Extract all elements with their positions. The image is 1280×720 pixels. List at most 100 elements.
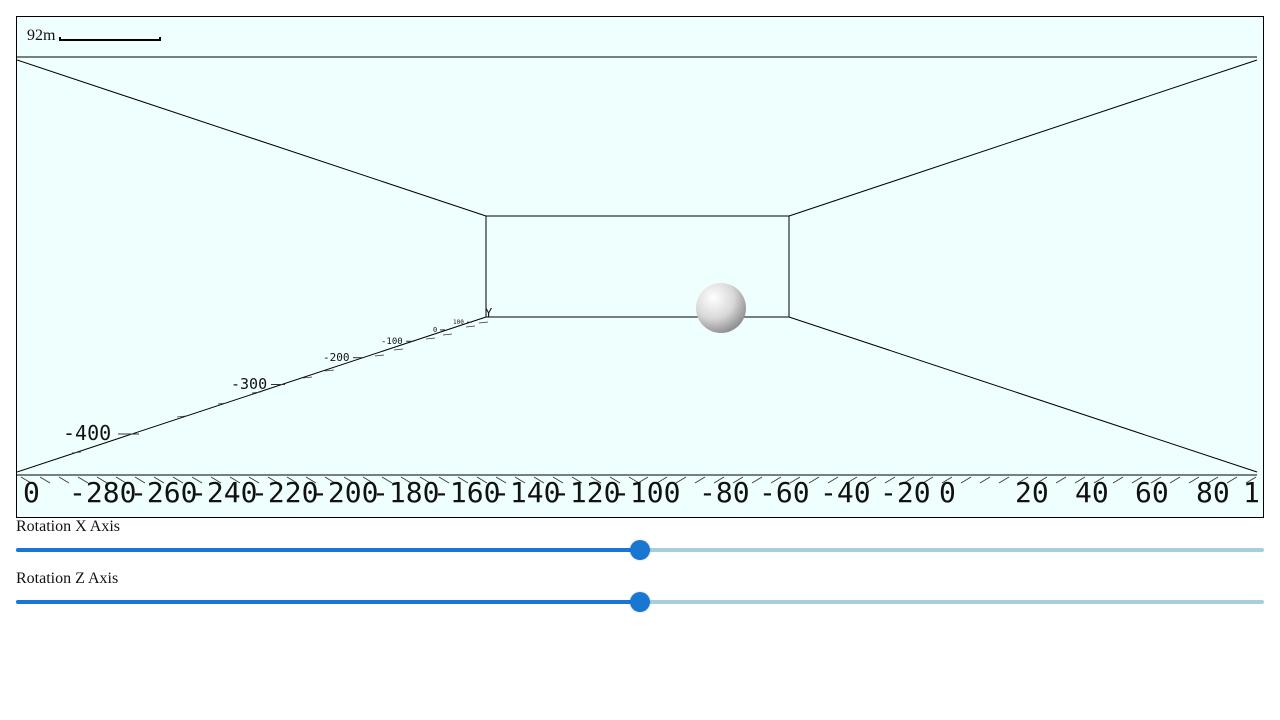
3d-viewport[interactable]: 0-280-260-240-220-200-180-160-140-120-10… (16, 16, 1264, 518)
y-tick-label: -300 (231, 375, 267, 393)
x-tick-label: -200 (311, 476, 378, 509)
x-hatch-mark (571, 476, 583, 484)
x-hatch-mark (305, 476, 317, 484)
x-tick-label: 0 (23, 476, 40, 509)
y-hatch-mark (217, 402, 228, 405)
y-tick-label: 0 (433, 326, 437, 334)
scale-line (59, 37, 162, 41)
x-hatch-mark (248, 476, 260, 484)
rotation-z-track[interactable] (16, 592, 1264, 612)
x-axis-tick-labels: 0-280-260-240-220-200-180-160-140-120-10… (23, 476, 1260, 509)
x-hatch-mark (656, 476, 668, 484)
x-hatch-mark (419, 476, 431, 484)
x-tick-label: -80 (699, 476, 750, 509)
x-hatch-mark (457, 476, 469, 484)
rotation-x-thumb[interactable] (630, 540, 650, 560)
y-hatch-mark (478, 321, 489, 324)
rotation-z-thumb[interactable] (630, 592, 650, 612)
x-hatch-mark (514, 476, 526, 484)
y-tick-label: 100 (453, 319, 464, 326)
y-tick-label: -100 (381, 337, 403, 347)
rotation-x-label: Rotation X Axis (16, 518, 121, 535)
x-hatch-mark (1017, 476, 1029, 484)
x-hatch-mark (789, 476, 801, 484)
x-hatch-mark (1207, 476, 1219, 484)
x-hatch-mark (400, 476, 412, 484)
y-hatch-mark (324, 369, 335, 372)
y-hatch-mark (442, 333, 453, 336)
x-hatch-mark (191, 476, 203, 484)
x-hatch-mark (998, 476, 1010, 484)
x-hatch-mark (628, 476, 640, 484)
x-hatch-mark (1036, 476, 1048, 484)
x-tick-label: 40 (1075, 476, 1109, 509)
x-hatch-mark (1226, 476, 1238, 484)
x-tick-label: -40 (820, 476, 871, 509)
x-hatch-mark (865, 476, 877, 484)
x-hatch-mark (609, 476, 621, 484)
x-tick-label: -120 (553, 476, 620, 509)
x-tick-label: 60 (1135, 476, 1169, 509)
x-hatch-mark (884, 476, 896, 484)
x-hatch-mark (713, 476, 725, 484)
x-hatch-mark (495, 476, 507, 484)
rotation-x-control: Rotation X Axis (16, 517, 1264, 560)
x-hatch-mark (552, 476, 564, 484)
x-hatch-mark (210, 476, 222, 484)
y-hatch-mark (425, 337, 436, 340)
x-hatch-mark (751, 476, 763, 484)
x-hatch-mark (960, 476, 972, 484)
rotation-x-track[interactable] (16, 540, 1264, 560)
x-hatch-mark (1169, 476, 1181, 484)
x-hatch-mark (675, 476, 687, 484)
x-tick-label: 0 (939, 476, 956, 509)
y-hatch-mark (176, 415, 187, 418)
x-tick-label: -180 (372, 476, 439, 509)
x-hatch-mark (1112, 476, 1124, 484)
x-hatch-mark (343, 476, 355, 484)
x-tick-label: -140 (493, 476, 560, 509)
x-hatch-mark (1055, 476, 1067, 484)
rotation-z-control: Rotation Z Axis (16, 569, 1264, 612)
x-hatch-mark (808, 476, 820, 484)
x-tick-label: -260 (130, 476, 197, 509)
x-tick-label: -160 (433, 476, 500, 509)
x-hatch-mark (694, 476, 706, 484)
scene-svg: 0-280-260-240-220-200-180-160-140-120-10… (17, 56, 1260, 509)
rotation-x-fill (16, 548, 640, 552)
y-hatch-mark (71, 451, 82, 454)
rotation-z-fill (16, 600, 640, 604)
sphere-object (696, 283, 746, 333)
x-hatch-mark (1150, 476, 1162, 484)
x-hatch-mark (229, 476, 241, 484)
x-hatch-mark (590, 476, 602, 484)
x-hatch-mark (286, 476, 298, 484)
perspective-line-top-right (788, 59, 1258, 217)
x-tick-label: -60 (759, 476, 810, 509)
perspective-line-bottom-left (17, 316, 487, 473)
x-hatch-mark (827, 476, 839, 484)
x-tick-label: 1 (1243, 476, 1260, 509)
x-tick-label: -20 (880, 476, 931, 509)
x-hatch-mark (476, 476, 488, 484)
x-hatch-mark (903, 476, 915, 484)
x-tick-label: 80 (1196, 476, 1230, 509)
x-tick-label: -240 (190, 476, 257, 509)
x-tick-label: -280 (69, 476, 136, 509)
x-hatch-mark (770, 476, 782, 484)
x-hatch-mark (77, 476, 89, 484)
perspective-line-bottom-right (788, 316, 1258, 473)
y-axis-label: Y (485, 306, 493, 320)
x-hatch-mark (134, 476, 146, 484)
y-tick-label: -200 (323, 351, 350, 364)
x-hatch-mark (637, 476, 649, 484)
y-hatch-mark (251, 391, 262, 394)
x-hatch-mark (381, 476, 393, 484)
scale-label: 92m (27, 27, 56, 44)
x-hatch-mark (58, 476, 70, 484)
x-hatch-mark (846, 476, 858, 484)
y-hatch-mark (302, 376, 313, 379)
x-hatch-mark (324, 476, 336, 484)
x-hatch-mark (1188, 476, 1200, 484)
x-hatch-mark (153, 476, 165, 484)
